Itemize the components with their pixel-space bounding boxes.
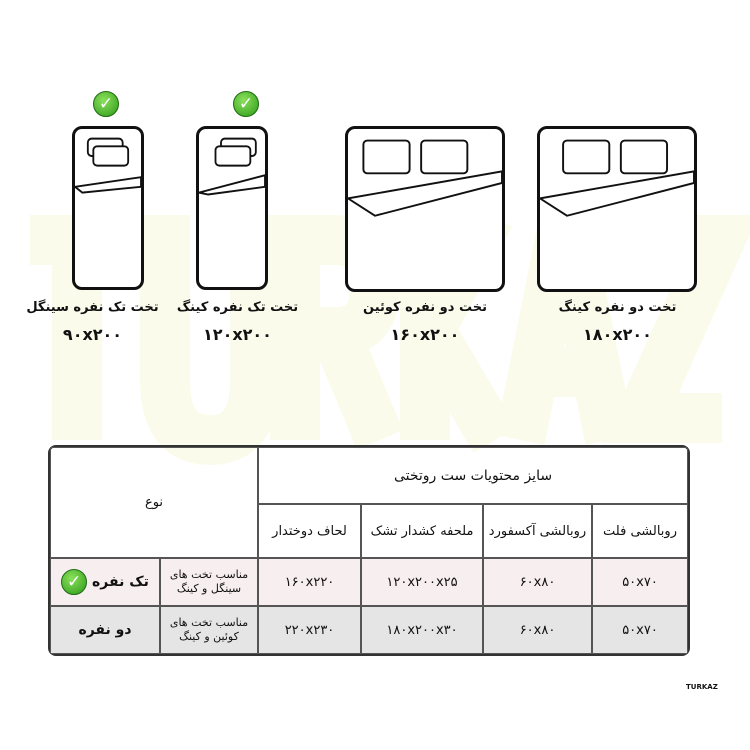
single-king-bed-illustration — [196, 126, 268, 290]
check-icon: ✓ — [93, 91, 119, 117]
queen-bed-illustration — [345, 126, 505, 292]
table-row: ۵۰x۷۰ ۶۰x۸۰ ۱۲۰x۲۰۰x۲۵ ۱۶۰x۲۲۰ مناسب تخت… — [50, 558, 689, 606]
type-header: نوع — [50, 447, 258, 558]
column-header: لحاف دوختدار — [258, 504, 362, 558]
cell: ۱۶۰x۲۲۰ — [258, 558, 362, 606]
row-type: تک نفره ✓ — [50, 558, 160, 606]
cell: ۶۰x۸۰ — [483, 606, 593, 654]
cell: ۲۲۰x۲۳۰ — [258, 606, 362, 654]
table-row: ۵۰x۷۰ ۶۰x۸۰ ۱۸۰x۲۰۰x۳۰ ۲۲۰x۲۳۰ مناسب تخت… — [50, 606, 689, 654]
bed-label: تخت دو نفره کینگ — [558, 300, 677, 315]
bed-size: ۱۶۰x۲۰۰ — [390, 325, 460, 344]
king-bed-illustration — [537, 126, 697, 292]
check-icon: ✓ — [61, 569, 88, 595]
bed-label: تخت تک نفره سینگل — [26, 300, 159, 315]
row-type-label: تک نفره — [92, 574, 149, 590]
cell: ۱۸۰x۲۰۰x۳۰ — [361, 606, 484, 654]
row-note: مناسب تخت های سینگل و کینگ — [160, 558, 258, 606]
cell: ۵۰x۷۰ — [592, 558, 689, 606]
row-note: مناسب تخت های کوئین و کینگ — [160, 606, 258, 654]
cell: ۱۲۰x۲۰۰x۲۵ — [361, 558, 484, 606]
bed-size: ۱۸۰x۲۰۰ — [583, 325, 652, 344]
column-header: روبالشی فلت — [592, 504, 689, 558]
check-icon: ✓ — [233, 91, 259, 117]
size-table: سایز محتویات ست روتختی نوع روبالشی فلت ر… — [48, 445, 691, 656]
brand-logo: TURKAZ — [686, 683, 718, 691]
bed-label: تخت دو نفره کوئین — [363, 300, 487, 315]
bed-label: تخت تک نفره کینگ — [176, 300, 299, 315]
column-header: روبالشی آکسفورد — [483, 504, 593, 558]
cell: ۶۰x۸۰ — [483, 558, 593, 606]
cell: ۵۰x۷۰ — [592, 606, 689, 654]
contents-header: سایز محتویات ست روتختی — [258, 447, 689, 504]
column-header: ملحفه کشدار تشک — [361, 504, 484, 558]
bed-size: ۱۲۰x۲۰۰ — [203, 325, 272, 344]
row-type: دو نفره — [50, 606, 160, 654]
single-bed-illustration — [72, 126, 144, 290]
bed-size: ۹۰x۲۰۰ — [62, 325, 123, 344]
